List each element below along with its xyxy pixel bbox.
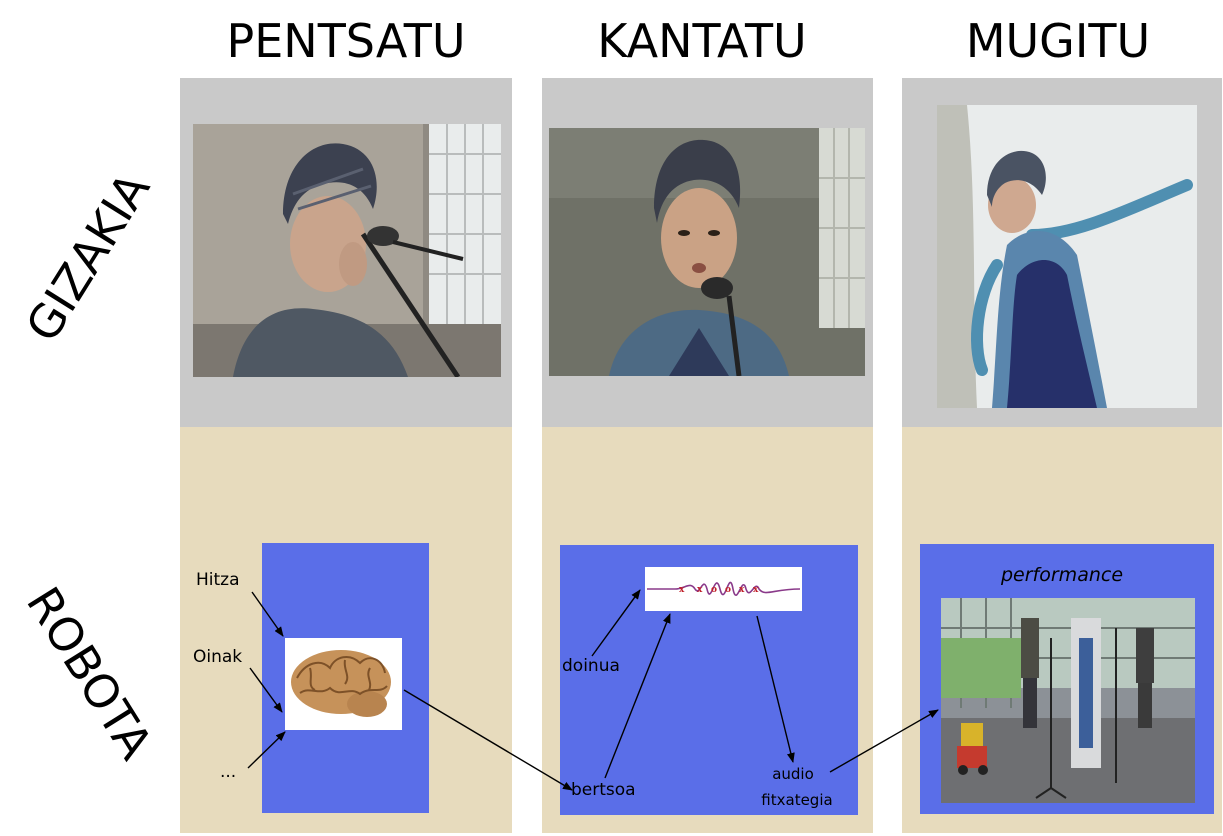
- arrow-ellipsis-to-brain: [247, 731, 286, 769]
- arrow-brain-to-bertsoa: [403, 689, 573, 791]
- arrow-waveform-to-audio: [756, 615, 795, 763]
- photo-dancer: [937, 105, 1197, 408]
- arrow-audio-to-performance: [829, 709, 939, 773]
- arrow-hitza-to-brain: [251, 591, 284, 637]
- arrow-bertsoa-to-waveform: [604, 613, 671, 779]
- label-hitza: Hitza: [196, 570, 240, 590]
- label-performance: performance: [1001, 564, 1124, 586]
- label-audio: audio: [772, 765, 814, 783]
- column-title-pentsatu: PENTSATU: [226, 14, 466, 68]
- label-ellipsis: ...: [220, 762, 237, 782]
- svg-text:x: x: [679, 585, 685, 595]
- svg-text:x: x: [739, 585, 745, 595]
- svg-text:o: o: [711, 585, 717, 595]
- label-oinak: Oinak: [193, 647, 243, 667]
- photo-singer-thinking: [193, 124, 501, 377]
- label-bertsoa: bertsoa: [571, 780, 636, 800]
- svg-text:o: o: [725, 585, 731, 595]
- photo-singer-singing: [549, 128, 865, 376]
- arrow-oinak-to-brain: [249, 667, 283, 713]
- column-title-mugitu: MUGITU: [965, 14, 1151, 68]
- column-title-kantatu: KANTATU: [597, 14, 807, 68]
- performance-photo: [941, 598, 1195, 803]
- svg-text:x: x: [753, 585, 759, 595]
- label-fitxategia: fitxategia: [761, 791, 833, 809]
- arrow-doinua-to-waveform: [591, 589, 641, 657]
- label-doinua: doinua: [562, 656, 620, 676]
- svg-text:x: x: [697, 585, 703, 595]
- brain-image: [285, 638, 402, 730]
